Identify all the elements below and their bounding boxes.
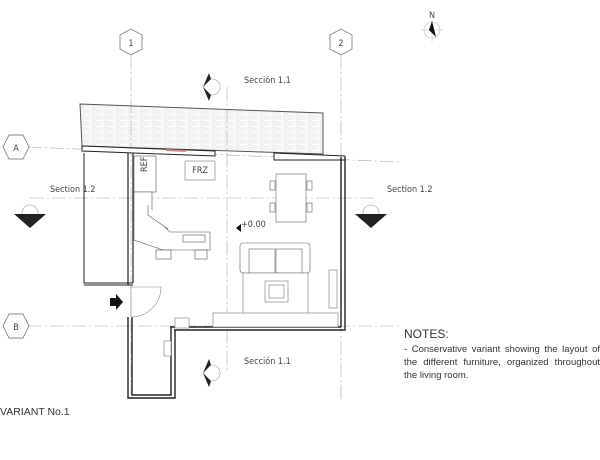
- svg-text:Section 1.2: Section 1.2: [387, 185, 433, 195]
- refrigerator-label: REF: [140, 156, 150, 172]
- notes-panel: NOTES: - Conservative variant showing th…: [404, 328, 600, 382]
- svg-text:1: 1: [128, 39, 133, 49]
- svg-text:2: 2: [338, 39, 343, 49]
- svg-text:N: N: [429, 11, 435, 21]
- entry-door: [130, 286, 162, 318]
- svg-text:Sección 1.1: Sección 1.1: [244, 75, 291, 86]
- kitchen: [133, 155, 211, 260]
- terrace-hatch: [79, 103, 324, 155]
- variant-label: VARIANT No.1: [0, 406, 70, 418]
- north-arrow-icon: N: [421, 11, 443, 42]
- grid-bubble-1: 1: [119, 28, 143, 56]
- svg-text:+0.00: +0.00: [241, 220, 266, 230]
- entry-arrow-icon: [110, 294, 123, 310]
- grid-bubble-2: 2: [329, 28, 353, 56]
- sofa: [239, 242, 311, 274]
- svg-text:A: A: [13, 144, 19, 154]
- notes-title: NOTES:: [404, 327, 449, 341]
- svg-text:Section 1.2: Section 1.2: [50, 185, 96, 195]
- section-marker-top: Sección 1.1: [203, 73, 291, 101]
- svg-text:Sección 1.1: Sección 1.1: [244, 356, 291, 367]
- rug: [163, 269, 339, 357]
- section-marker-right: Section 1.2: [355, 185, 433, 228]
- level-marker: +0.00: [236, 220, 266, 232]
- grid-bubble-b: B: [2, 313, 30, 339]
- svg-text:B: B: [13, 323, 19, 333]
- freezer-label: FRZ: [192, 166, 208, 176]
- freezer: [184, 160, 216, 181]
- notes-body: - Conservative variant showing the layou…: [404, 344, 600, 381]
- section-marker-bottom: Sección 1.1: [203, 356, 291, 387]
- section-marker-left: Section 1.2: [14, 185, 96, 228]
- grid-bubble-a: A: [2, 134, 30, 160]
- dining-table: [269, 173, 313, 223]
